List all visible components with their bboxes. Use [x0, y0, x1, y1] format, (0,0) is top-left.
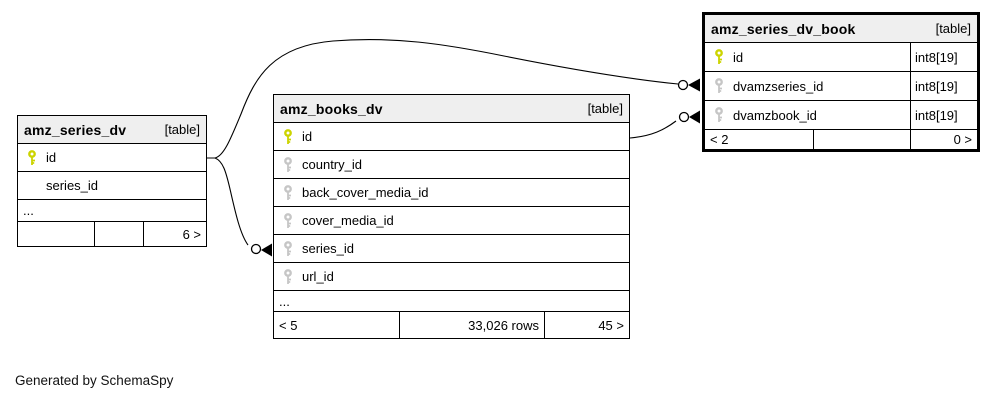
column-name: dvamzseries_id: [733, 78, 824, 94]
table-type-badge: [table]: [587, 101, 623, 116]
zero-many-marker: [678, 111, 690, 123]
column-row: series_id: [18, 171, 206, 199]
footer-related-count[interactable]: 0 >: [910, 130, 977, 149]
column-row: back_cover_media_id: [274, 178, 629, 206]
column-row: cover_media_id: [274, 206, 629, 234]
table-header[interactable]: amz_series_dv [table]: [18, 116, 206, 143]
table-node-amz-series-dv: amz_series_dv [table] id series_id ... 6…: [17, 115, 207, 247]
table-header[interactable]: amz_series_dv_book [table]: [705, 15, 977, 42]
footer-related-count[interactable]: 45 >: [544, 312, 629, 338]
footer-middle-cell: [813, 130, 910, 149]
truncated-columns-indicator: ...: [18, 199, 206, 221]
table-header[interactable]: amz_books_dv [table]: [274, 95, 629, 122]
table-name[interactable]: amz_series_dv_book: [711, 20, 856, 37]
table-name[interactable]: amz_series_dv: [24, 121, 127, 138]
table-type-badge: [table]: [164, 122, 200, 137]
column-row: dvamzseries_id int8[19]: [705, 71, 977, 100]
footer-parent-count[interactable]: < 2: [710, 132, 729, 147]
column-type: int8[19]: [910, 43, 977, 71]
column-row: id int8[19]: [705, 42, 977, 71]
generator-caption: Generated by SchemaSpy: [15, 373, 174, 388]
foreign-key-icon: [283, 240, 293, 257]
primary-key-icon: [714, 49, 724, 65]
footer-middle-cell: [94, 222, 143, 246]
foreign-key-icon: [714, 78, 724, 94]
foreign-key-icon: [283, 184, 293, 201]
table-node-amz-books-dv: amz_books_dv [table] id country_id: [273, 94, 630, 339]
foreign-key-icon: [714, 107, 724, 123]
column-row: id: [274, 122, 629, 150]
table-footer: < 5 33,026 rows 45 >: [274, 311, 629, 338]
table-node-amz-series-dv-book: amz_series_dv_book [table] id int8[19] d…: [702, 12, 980, 152]
footer-related-count[interactable]: 6 >: [143, 222, 206, 246]
column-name: url_id: [302, 269, 334, 284]
zero-many-marker: [677, 79, 689, 91]
column-name: id: [46, 150, 57, 165]
no-key-spacer: [27, 178, 37, 194]
footer-parent-count[interactable]: < 5: [279, 317, 298, 333]
column-type: int8[19]: [910, 101, 977, 129]
foreign-key-icon: [283, 268, 293, 285]
column-name: id: [302, 129, 313, 144]
column-type: int8[19]: [910, 72, 977, 100]
column-name: country_id: [302, 157, 362, 172]
foreign-key-icon: [283, 212, 293, 229]
relationship-amz_series_dv_book-dvamzbook_id: [629, 110, 700, 139]
zero-many-marker: [250, 243, 262, 255]
footer-left-cell: [18, 222, 94, 246]
truncated-columns-indicator: ...: [274, 290, 629, 311]
table-name[interactable]: amz_books_dv: [280, 100, 383, 117]
column-name: id: [733, 49, 744, 65]
table-footer: < 2 0 >: [705, 129, 977, 149]
footer-row-count: 33,026 rows: [399, 312, 544, 338]
column-name: series_id: [302, 241, 355, 256]
column-row: country_id: [274, 150, 629, 178]
column-row: id: [18, 143, 206, 171]
column-name: cover_media_id: [302, 213, 394, 228]
relationship-amz_books_dv-series_id: [214, 157, 272, 257]
column-row: dvamzbook_id int8[19]: [705, 100, 977, 129]
column-name: series_id: [46, 178, 99, 193]
column-name: dvamzbook_id: [733, 107, 817, 123]
primary-key-icon: [27, 149, 37, 166]
table-footer: 6 >: [18, 221, 206, 246]
primary-key-icon: [283, 128, 293, 145]
column-name: back_cover_media_id: [302, 185, 429, 200]
column-row: series_id: [274, 234, 629, 262]
table-type-badge: [table]: [935, 21, 971, 36]
column-row: url_id: [274, 262, 629, 290]
foreign-key-icon: [283, 156, 293, 173]
